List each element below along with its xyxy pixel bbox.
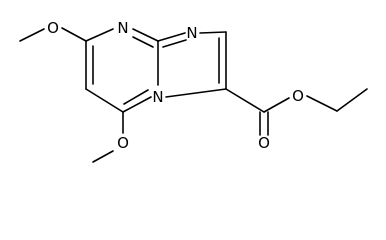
oxygen-label-methoxy-top: O [47,19,59,37]
molecule-structure: O N N N O O O [19,19,368,163]
oxygen-label-carbonyl: O [258,134,270,152]
bond-o4-ch2 [306,95,338,112]
bond-c7-n8 [85,28,114,42]
bond-c3-n4 [165,88,227,98]
bond-methyl-o1 [19,28,45,42]
bond-n1-c2 [199,31,227,34]
oxygen-label-ester: O [292,87,304,105]
bond-ch2-ch3 [336,88,368,112]
bond-c5-c5-inner [123,89,149,105]
bond-c8a-n1-inner [162,39,187,48]
oxygen-label-methoxy-bottom: O [117,134,129,152]
bond-c6-c5 [85,88,124,113]
structure-canvas: O N N N O O O [19,19,368,163]
bond-c3-carbonyl [225,88,265,113]
bond-carbonyl-o4 [263,97,290,113]
nitrogen-label-bridgehead: N [152,88,163,106]
bond-c8a-n1 [157,32,186,42]
bond-c5-n4 [122,96,152,113]
nitrogen-label-pyrimidine: N [117,19,128,37]
nitrogen-label-imidazole: N [186,24,197,42]
bond-o2-methyl [92,150,114,163]
bond-n8-c8a-inner [132,36,154,48]
bond-o1-c7 [61,27,87,42]
bond-n8-c8a [132,28,159,42]
